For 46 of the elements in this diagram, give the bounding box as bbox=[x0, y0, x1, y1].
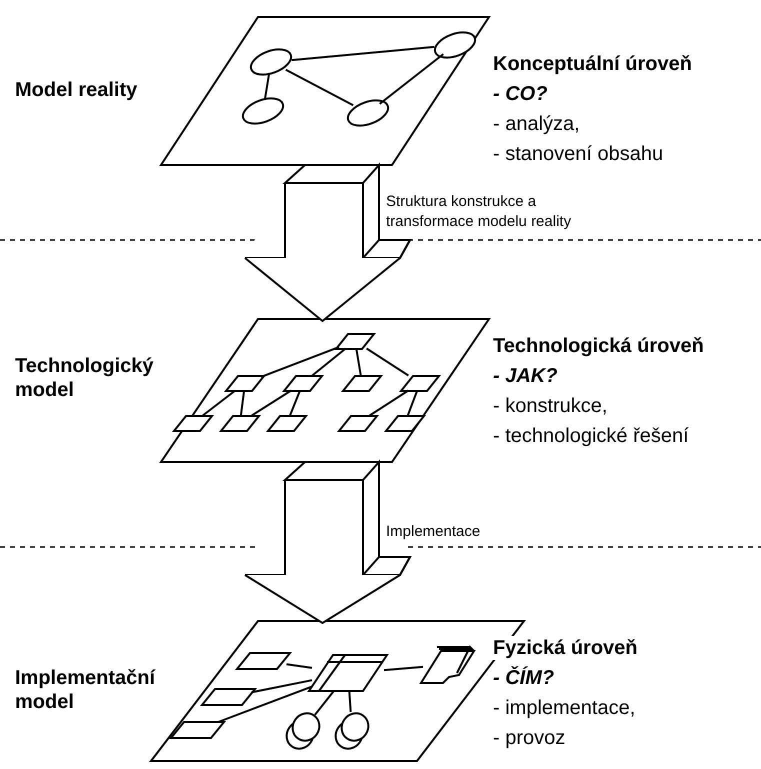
parallelogram-node bbox=[200, 688, 256, 706]
document-node bbox=[419, 645, 475, 685]
connector-line bbox=[292, 46, 434, 62]
connector-line bbox=[289, 390, 301, 416]
connector-line bbox=[285, 68, 354, 106]
connector-line bbox=[251, 679, 312, 694]
layer-plane bbox=[160, 16, 490, 166]
connector-line bbox=[260, 346, 340, 378]
connector-line bbox=[314, 690, 335, 716]
parallelogram-node bbox=[342, 374, 382, 392]
parallelogram-node bbox=[400, 374, 440, 392]
ellipse-node bbox=[432, 30, 478, 60]
layer-plane bbox=[160, 318, 490, 463]
bullet-item: - analýza, bbox=[493, 112, 580, 136]
connector-line bbox=[312, 348, 346, 376]
level-heading: Konceptuální úroveň bbox=[493, 52, 692, 76]
parallelogram-node bbox=[225, 374, 265, 392]
ellipse-node bbox=[345, 98, 391, 128]
connector-line bbox=[240, 390, 246, 416]
ellipse-node bbox=[248, 47, 294, 77]
parallelogram-node bbox=[170, 721, 224, 739]
table-node bbox=[308, 654, 388, 692]
parallelogram-node bbox=[236, 652, 290, 670]
connector-line bbox=[366, 348, 409, 376]
parallelogram-node bbox=[385, 414, 425, 432]
connector-line bbox=[369, 390, 409, 416]
bullet-item: - technologické řešení bbox=[493, 424, 689, 448]
parallelogram-node bbox=[335, 332, 375, 350]
parallelogram-node bbox=[338, 414, 378, 432]
connector-line bbox=[286, 663, 312, 669]
ellipse-node bbox=[240, 96, 286, 126]
parallelogram-node bbox=[267, 414, 307, 432]
connector-line bbox=[264, 72, 270, 100]
connector-line bbox=[251, 390, 292, 416]
connector-line bbox=[384, 666, 424, 672]
connector-line bbox=[218, 686, 312, 723]
parallelogram-node bbox=[173, 414, 213, 432]
parallelogram-node bbox=[220, 414, 260, 432]
parallelogram-node bbox=[283, 374, 323, 392]
connector-line bbox=[406, 390, 418, 416]
connector-line bbox=[379, 53, 444, 105]
level-heading: Fyzická úroveň bbox=[493, 636, 638, 660]
connector-line bbox=[348, 690, 352, 712]
connector-line bbox=[355, 348, 362, 376]
connector-line bbox=[202, 390, 236, 416]
level-heading: Technologická úroveň bbox=[493, 334, 704, 358]
